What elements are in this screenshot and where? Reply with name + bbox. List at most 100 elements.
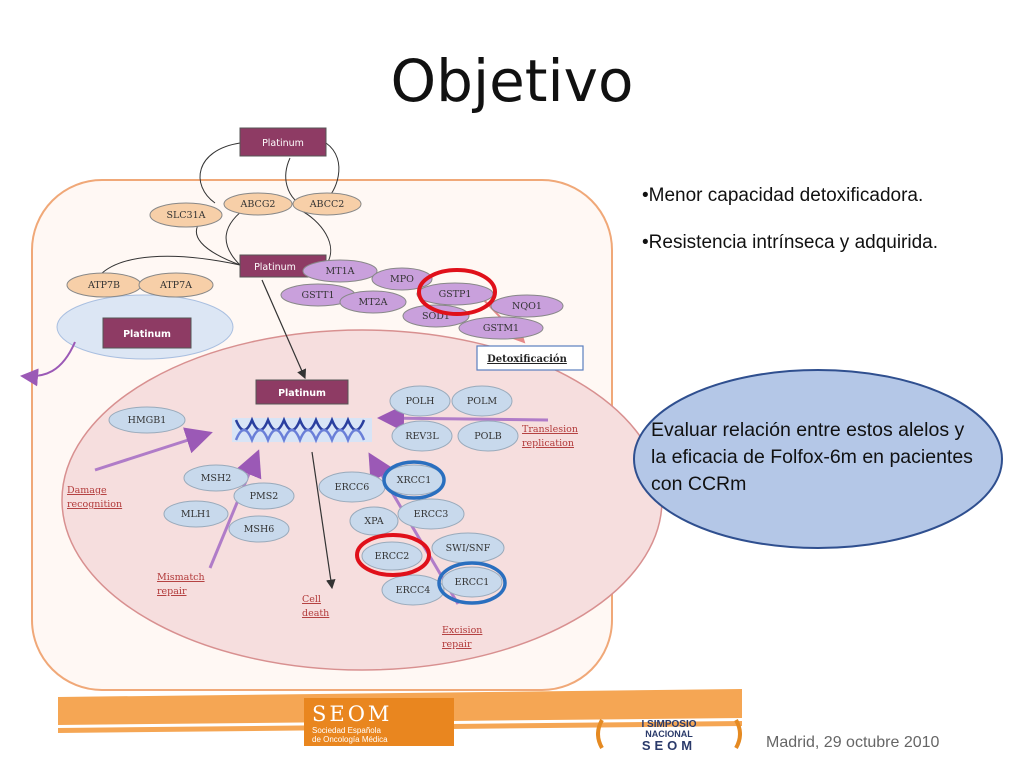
gene-REV3L: REV3L bbox=[391, 420, 453, 452]
svg-text:GSTP1: GSTP1 bbox=[439, 289, 472, 300]
cell-death-arrow bbox=[311, 451, 336, 590]
svg-text:death: death bbox=[302, 608, 329, 619]
gene-SOD1: SOD1 bbox=[402, 304, 470, 328]
label-cell-death: Cell death bbox=[302, 594, 329, 619]
highlight-circle-gstp1 bbox=[417, 268, 497, 316]
svg-text:XPA: XPA bbox=[364, 516, 383, 527]
gene-XPA: XPA bbox=[349, 506, 399, 536]
svg-text:I SIMPOSIO: I SIMPOSIO bbox=[641, 719, 696, 730]
highlight-circle-ercc2 bbox=[355, 533, 431, 577]
gene-GSTP1: GSTP1 bbox=[416, 282, 494, 306]
svg-text:repair: repair bbox=[157, 586, 187, 597]
gene-ERCC2: ERCC2 bbox=[361, 541, 423, 571]
gene-POLH: POLH bbox=[389, 385, 451, 417]
svg-text:ERCC6: ERCC6 bbox=[335, 482, 370, 493]
platinum-box: Platinum bbox=[239, 127, 327, 157]
svg-text:POLH: POLH bbox=[406, 396, 435, 407]
svg-text:replication: replication bbox=[522, 438, 574, 449]
svg-text:SLC31A: SLC31A bbox=[166, 210, 205, 221]
svg-text:NQO1: NQO1 bbox=[512, 301, 542, 312]
gene-ATP7A: ATP7A bbox=[138, 272, 214, 298]
svg-text:HMGB1: HMGB1 bbox=[128, 415, 167, 426]
gene-MSH6: MSH6 bbox=[228, 515, 290, 543]
gene-POLM: POLM bbox=[451, 385, 513, 417]
svg-text:MSH2: MSH2 bbox=[201, 473, 232, 484]
svg-text:MPO: MPO bbox=[390, 274, 414, 285]
gene-HMGB1: HMGB1 bbox=[108, 406, 186, 434]
svg-text:Damage: Damage bbox=[67, 485, 107, 496]
gene-MSH2: MSH2 bbox=[183, 464, 249, 492]
svg-text:SOD1: SOD1 bbox=[422, 311, 450, 322]
gene-GSTM1: GSTM1 bbox=[458, 316, 544, 340]
highlight-circle-ercc1 bbox=[437, 561, 507, 605]
gene-NQO1: NQO1 bbox=[490, 294, 564, 318]
label-damage-recognition: Damage recognition bbox=[67, 485, 122, 510]
label-mismatch-repair: Mismatch repair bbox=[157, 572, 205, 597]
gene-ERCC4: ERCC4 bbox=[381, 574, 445, 606]
svg-text:Translesion: Translesion bbox=[522, 424, 578, 435]
highlight-circle-xrcc1 bbox=[382, 460, 446, 500]
svg-text:Detoxificación: Detoxificación bbox=[487, 354, 567, 365]
svg-text:NACIONAL: NACIONAL bbox=[645, 729, 693, 739]
svg-text:Platinum: Platinum bbox=[123, 329, 171, 340]
svg-text:Platinum: Platinum bbox=[262, 138, 304, 149]
bullet-item: •Resistencia intrínseca y adquirida. bbox=[642, 232, 939, 253]
callout-text: Evaluar relación entre estos alelos y la… bbox=[651, 419, 973, 495]
svg-text:Cell: Cell bbox=[302, 594, 321, 605]
gene-MPO: MPO bbox=[371, 267, 433, 291]
svg-text:ERCC2: ERCC2 bbox=[375, 551, 410, 562]
svg-text:SEOM: SEOM bbox=[642, 738, 696, 753]
svg-text:Platinum: Platinum bbox=[278, 388, 326, 399]
seom-logo-background bbox=[304, 698, 454, 746]
svg-text:Platinum: Platinum bbox=[254, 262, 296, 273]
bullet-item: •Menor capacidad detoxificadora. bbox=[642, 185, 924, 206]
gene-MT2A: MT2A bbox=[339, 290, 407, 314]
svg-text:recognition: recognition bbox=[67, 499, 122, 510]
svg-text:Mismatch: Mismatch bbox=[157, 572, 205, 583]
gene-MT1A: MT1A bbox=[302, 259, 378, 283]
svg-text:GSTT1: GSTT1 bbox=[302, 290, 335, 301]
platinum-box: Platinum bbox=[102, 317, 192, 349]
seom-logo: SEOM Sociedad Española de Oncología Médi… bbox=[312, 702, 393, 744]
footer-date: Madrid, 29 octubre 2010 bbox=[766, 734, 940, 751]
svg-text:MT2A: MT2A bbox=[359, 297, 388, 308]
svg-text:Excision: Excision bbox=[442, 625, 482, 636]
efflux-arrow bbox=[20, 341, 76, 387]
dna-helix bbox=[232, 416, 372, 444]
gene-PMS2: PMS2 bbox=[233, 482, 295, 510]
svg-text:MT1A: MT1A bbox=[326, 266, 355, 277]
callout-oval bbox=[633, 369, 1003, 549]
bullet-list: •Menor capacidad detoxificadora. •Resist… bbox=[642, 182, 1012, 276]
svg-text:ERCC3: ERCC3 bbox=[414, 509, 449, 520]
svg-text:POLM: POLM bbox=[467, 396, 497, 407]
gene-SWISNF: SWI/SNF bbox=[431, 532, 505, 564]
svg-text:MSH6: MSH6 bbox=[244, 524, 275, 535]
svg-text:POLB: POLB bbox=[474, 431, 501, 442]
svg-text:SWI/SNF: SWI/SNF bbox=[446, 543, 491, 554]
label-excision-repair: Excision repair bbox=[442, 625, 482, 650]
gene-ERCC6: ERCC6 bbox=[318, 471, 386, 503]
svg-text:ABCG2: ABCG2 bbox=[240, 199, 276, 210]
gene-ERCC1: ERCC1 bbox=[441, 566, 503, 598]
gene-POLB: POLB bbox=[457, 420, 519, 452]
gene-ATP7B: ATP7B bbox=[66, 272, 142, 298]
svg-text:XRCC1: XRCC1 bbox=[397, 475, 432, 486]
svg-text:ERCC4: ERCC4 bbox=[396, 585, 431, 596]
gene-GSTT1: GSTT1 bbox=[280, 283, 356, 307]
svg-text:ATP7B: ATP7B bbox=[87, 280, 120, 291]
svg-text:ATP7A: ATP7A bbox=[159, 280, 192, 291]
gene-SLC31A: SLC31A bbox=[149, 202, 223, 228]
gene-ABCC2: ABCC2 bbox=[292, 192, 362, 216]
gene-ERCC3: ERCC3 bbox=[397, 498, 465, 530]
svg-text:repair: repair bbox=[442, 639, 472, 650]
gene-MLH1: MLH1 bbox=[163, 500, 229, 528]
platinum-entry-arrow bbox=[261, 279, 307, 380]
simposio-logo: I SIMPOSIO NACIONAL SEOM bbox=[596, 719, 742, 753]
gene-ABCG2: ABCG2 bbox=[223, 192, 293, 216]
svg-text:ERCC1: ERCC1 bbox=[455, 577, 490, 588]
svg-text:GSTM1: GSTM1 bbox=[483, 323, 519, 334]
svg-text:REV3L: REV3L bbox=[405, 431, 439, 442]
slide-title: Objetivo bbox=[390, 47, 634, 115]
detox-label-box: Detoxificación bbox=[476, 345, 584, 371]
